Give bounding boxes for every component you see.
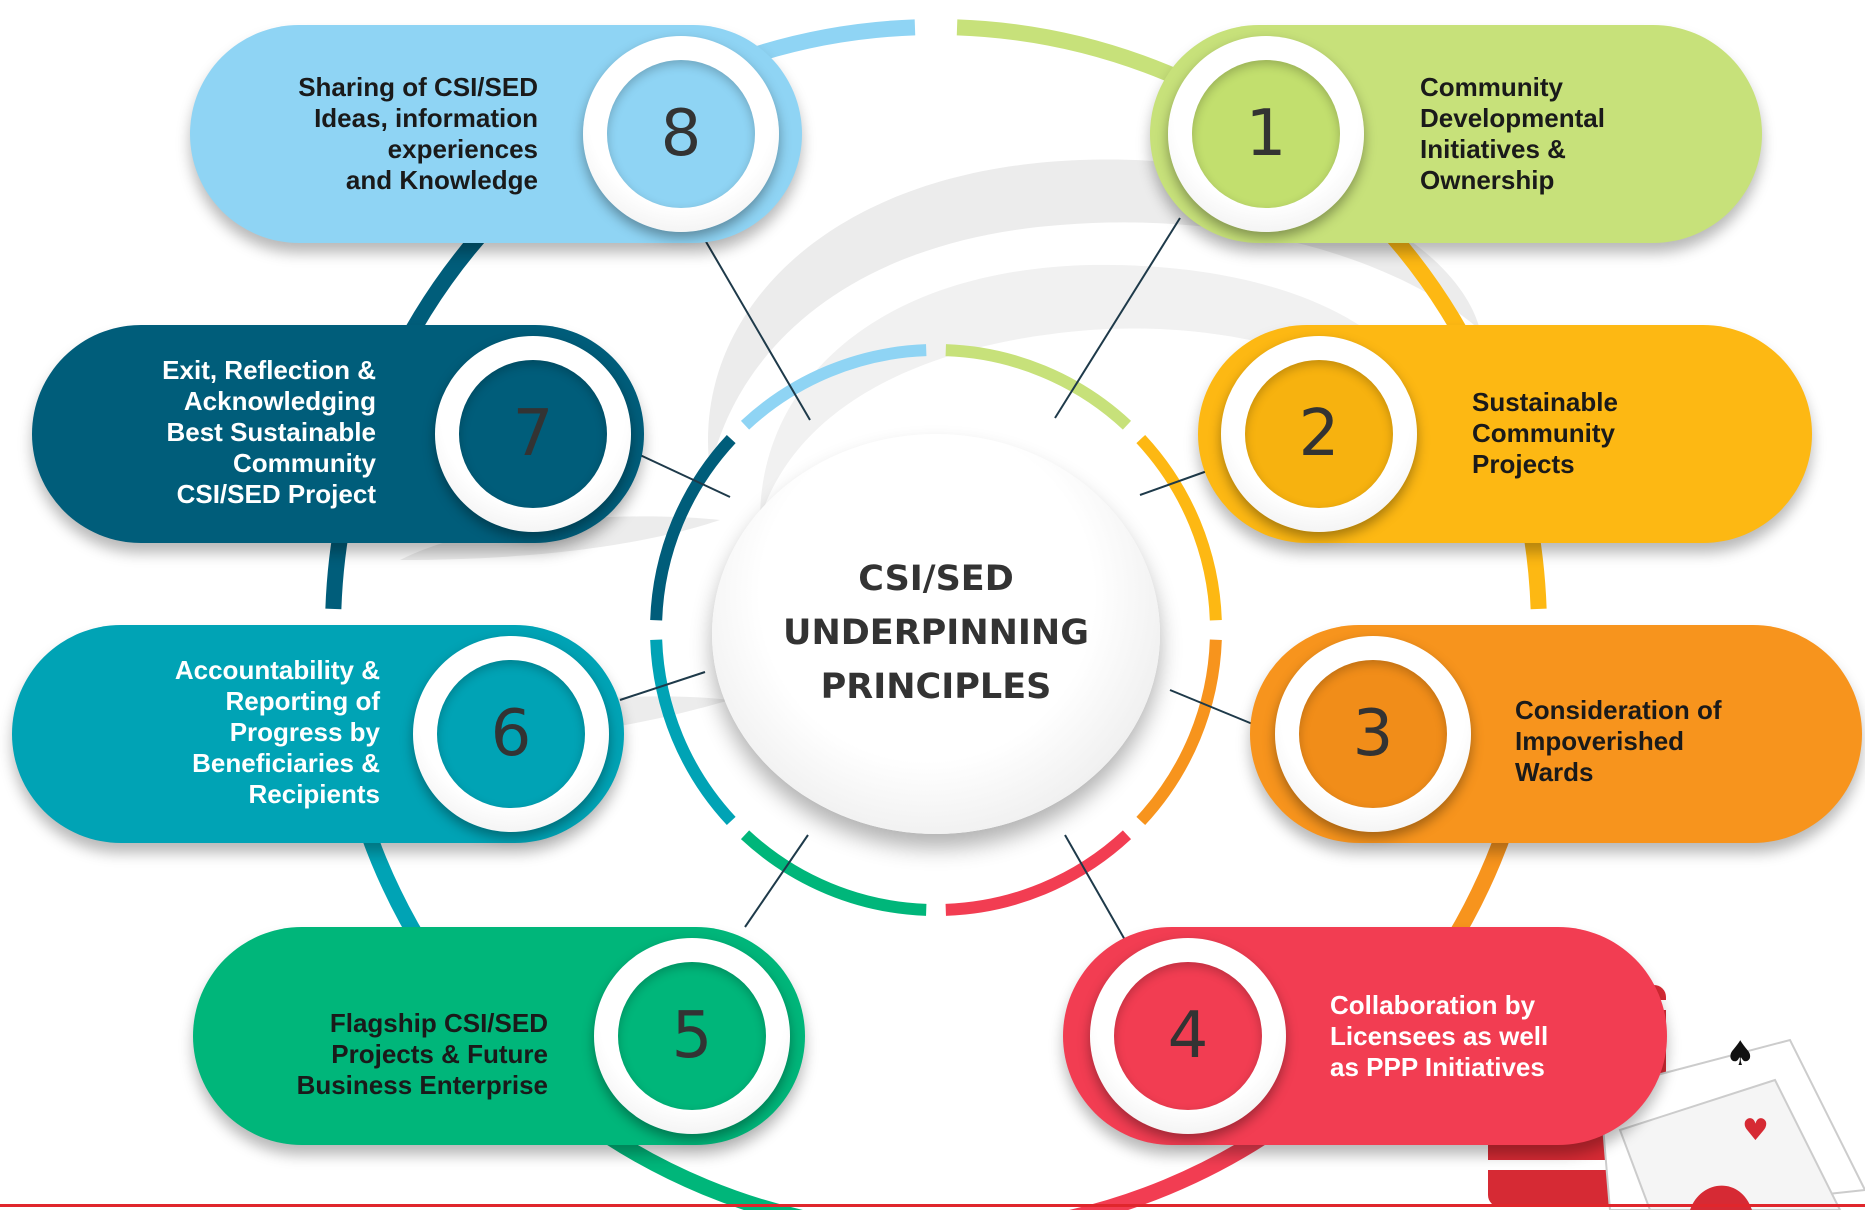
inner-ring-segment-6 bbox=[650, 639, 736, 826]
principle-number-6: 6 bbox=[490, 697, 532, 771]
principle-number-disc-5: 5 bbox=[618, 962, 766, 1110]
principle-number-1: 1 bbox=[1245, 97, 1287, 171]
svg-text:♥: ♥ bbox=[1742, 1113, 1769, 1148]
principle-number-badge-8: 8 bbox=[583, 36, 779, 232]
inner-ring-segment-7 bbox=[650, 434, 736, 621]
principle-number-disc-1: 1 bbox=[1192, 60, 1340, 208]
principle-label-4: Collaboration by Licensees as well as PP… bbox=[1330, 990, 1549, 1082]
connector-lines bbox=[619, 217, 1256, 941]
principle-number-badge-2: 2 bbox=[1221, 336, 1417, 532]
principle-number-disc-6: 6 bbox=[437, 660, 585, 808]
principle-label-6: Accountability & Reporting of Progress b… bbox=[174, 655, 380, 809]
principle-label-8: Sharing of CSI/SED Ideas, information ex… bbox=[298, 72, 538, 195]
connector-line-8 bbox=[704, 239, 811, 421]
center-title: CSI/SED UNDERPINNING PRINCIPLES bbox=[783, 559, 1089, 707]
principle-number-disc-4: 4 bbox=[1114, 962, 1262, 1110]
principle-label-2: Sustainable Community Projects bbox=[1472, 387, 1618, 479]
principle-number-badge-5: 5 bbox=[594, 938, 790, 1134]
connector-line-5 bbox=[744, 834, 809, 928]
principle-number-disc-2: 2 bbox=[1245, 360, 1393, 508]
inner-ring-segment-4 bbox=[945, 830, 1132, 916]
principle-number-disc-7: 7 bbox=[459, 360, 607, 508]
connector-line-7 bbox=[639, 454, 731, 498]
connector-line-3 bbox=[1169, 689, 1256, 726]
inner-ring-segment-5 bbox=[740, 830, 927, 916]
principle-number-badge-7: 7 bbox=[435, 336, 631, 532]
principle-label-3: Consideration of Impoverished Wards bbox=[1515, 695, 1722, 787]
principle-number-4: 4 bbox=[1167, 999, 1209, 1073]
principle-number-badge-4: 4 bbox=[1090, 938, 1286, 1134]
svg-text:♠: ♠ bbox=[1725, 1034, 1755, 1074]
principle-number-badge-3: 3 bbox=[1275, 636, 1471, 832]
principle-number-5: 5 bbox=[671, 999, 713, 1073]
inner-ring-segment-2 bbox=[1136, 434, 1222, 621]
connector-line-2 bbox=[1139, 469, 1211, 496]
center-hub: CSI/SED UNDERPINNING PRINCIPLES bbox=[712, 434, 1160, 834]
inner-ring-segment-8 bbox=[740, 344, 927, 430]
playing-cards: ♠ ♥ bbox=[1598, 1034, 1865, 1210]
connector-line-4 bbox=[1064, 834, 1126, 941]
inner-ring-segment-3 bbox=[1136, 639, 1222, 826]
principle-number-badge-6: 6 bbox=[413, 636, 609, 832]
bottom-red-rule bbox=[0, 1204, 1865, 1207]
principle-number-3: 3 bbox=[1352, 697, 1394, 771]
principle-number-disc-8: 8 bbox=[607, 60, 755, 208]
inner-ring-segments bbox=[650, 344, 1222, 916]
principle-number-badge-1: 1 bbox=[1168, 36, 1364, 232]
principle-label-5: Flagship CSI/SED Projects & Future Busin… bbox=[296, 1008, 548, 1100]
principle-number-7: 7 bbox=[512, 397, 554, 471]
connector-line-6 bbox=[619, 671, 706, 701]
principle-number-disc-3: 3 bbox=[1299, 660, 1447, 808]
principle-label-7: Exit, Reflection & Acknowledging Best Su… bbox=[162, 355, 376, 509]
principle-label-1: Community Developmental Initiatives & Ow… bbox=[1420, 72, 1605, 195]
principle-number-8: 8 bbox=[660, 97, 702, 171]
principle-number-2: 2 bbox=[1298, 397, 1340, 471]
inner-ring-segment-1 bbox=[945, 344, 1132, 430]
connector-line-1 bbox=[1054, 217, 1181, 419]
